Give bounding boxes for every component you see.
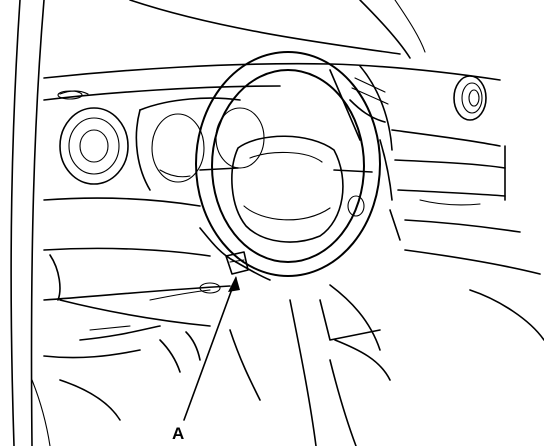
callout-label-a: A xyxy=(172,424,185,443)
steering-wheel xyxy=(195,51,381,277)
steering-column xyxy=(199,227,271,281)
right-air-vent xyxy=(453,75,487,121)
lower-dash-panel xyxy=(43,197,231,359)
callout-leader-a xyxy=(183,276,240,421)
right-dash-panel xyxy=(391,129,544,341)
dashboard-top xyxy=(43,62,501,151)
windshield-frame xyxy=(129,0,426,59)
center-console xyxy=(289,69,401,446)
floor-pedals xyxy=(59,329,261,421)
left-air-vent xyxy=(59,107,129,185)
left-door-frame xyxy=(10,0,51,446)
